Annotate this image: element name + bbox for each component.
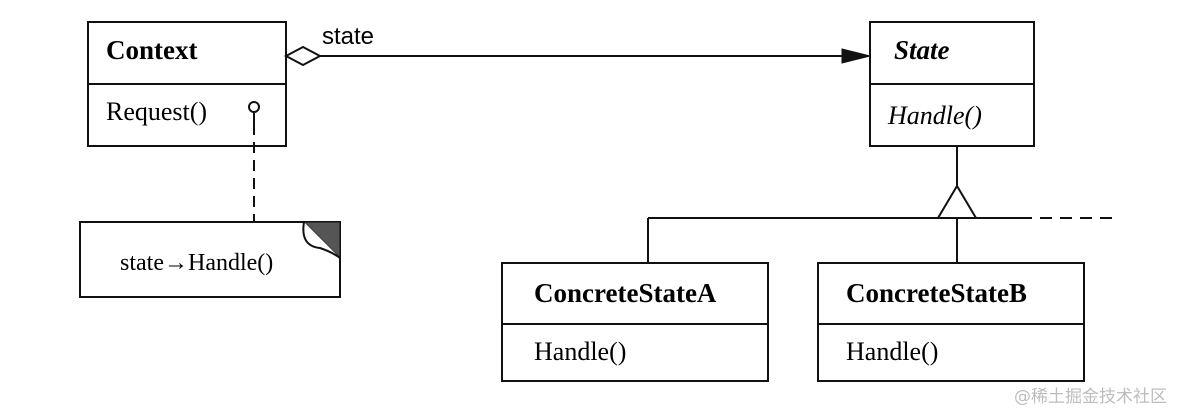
concrete-state-b-box [817, 262, 1085, 382]
context-class: Context Request() [87, 21, 287, 147]
note-dog-ear-curl [302, 221, 341, 259]
association-role-label: state [322, 23, 374, 50]
generalization [647, 146, 1112, 263]
concrete-state-b-class: ConcreteStateB Handle() [817, 262, 1085, 382]
state-handle-operation: Handle() [887, 101, 982, 130]
context-class-name: Context [106, 35, 197, 65]
concrete-state-b-handle-operation: Handle() [846, 337, 938, 366]
generalization-triangle [936, 184, 978, 219]
note-anchor-circle [248, 101, 260, 113]
concrete-state-b-name: ConcreteStateB [846, 278, 1027, 308]
concrete-state-a-class: ConcreteStateA Handle() [501, 262, 769, 382]
state-class-name: State [894, 35, 950, 65]
state-class: State Handle() [869, 21, 1035, 147]
association-context-state: state [283, 23, 871, 67]
note: state→Handle() [79, 221, 341, 298]
association-arrowhead [841, 48, 871, 64]
concrete-state-a-name: ConcreteStateA [534, 278, 717, 308]
note-shape [79, 221, 341, 298]
concrete-state-a-box [501, 262, 769, 382]
watermark-text: @稀土掘金技术社区 [1014, 387, 1167, 407]
context-request-operation: Request() [106, 97, 207, 126]
note-text: state→Handle() [120, 250, 273, 276]
aggregation-diamond [283, 45, 323, 67]
concrete-state-a-handle-operation: Handle() [534, 337, 626, 366]
